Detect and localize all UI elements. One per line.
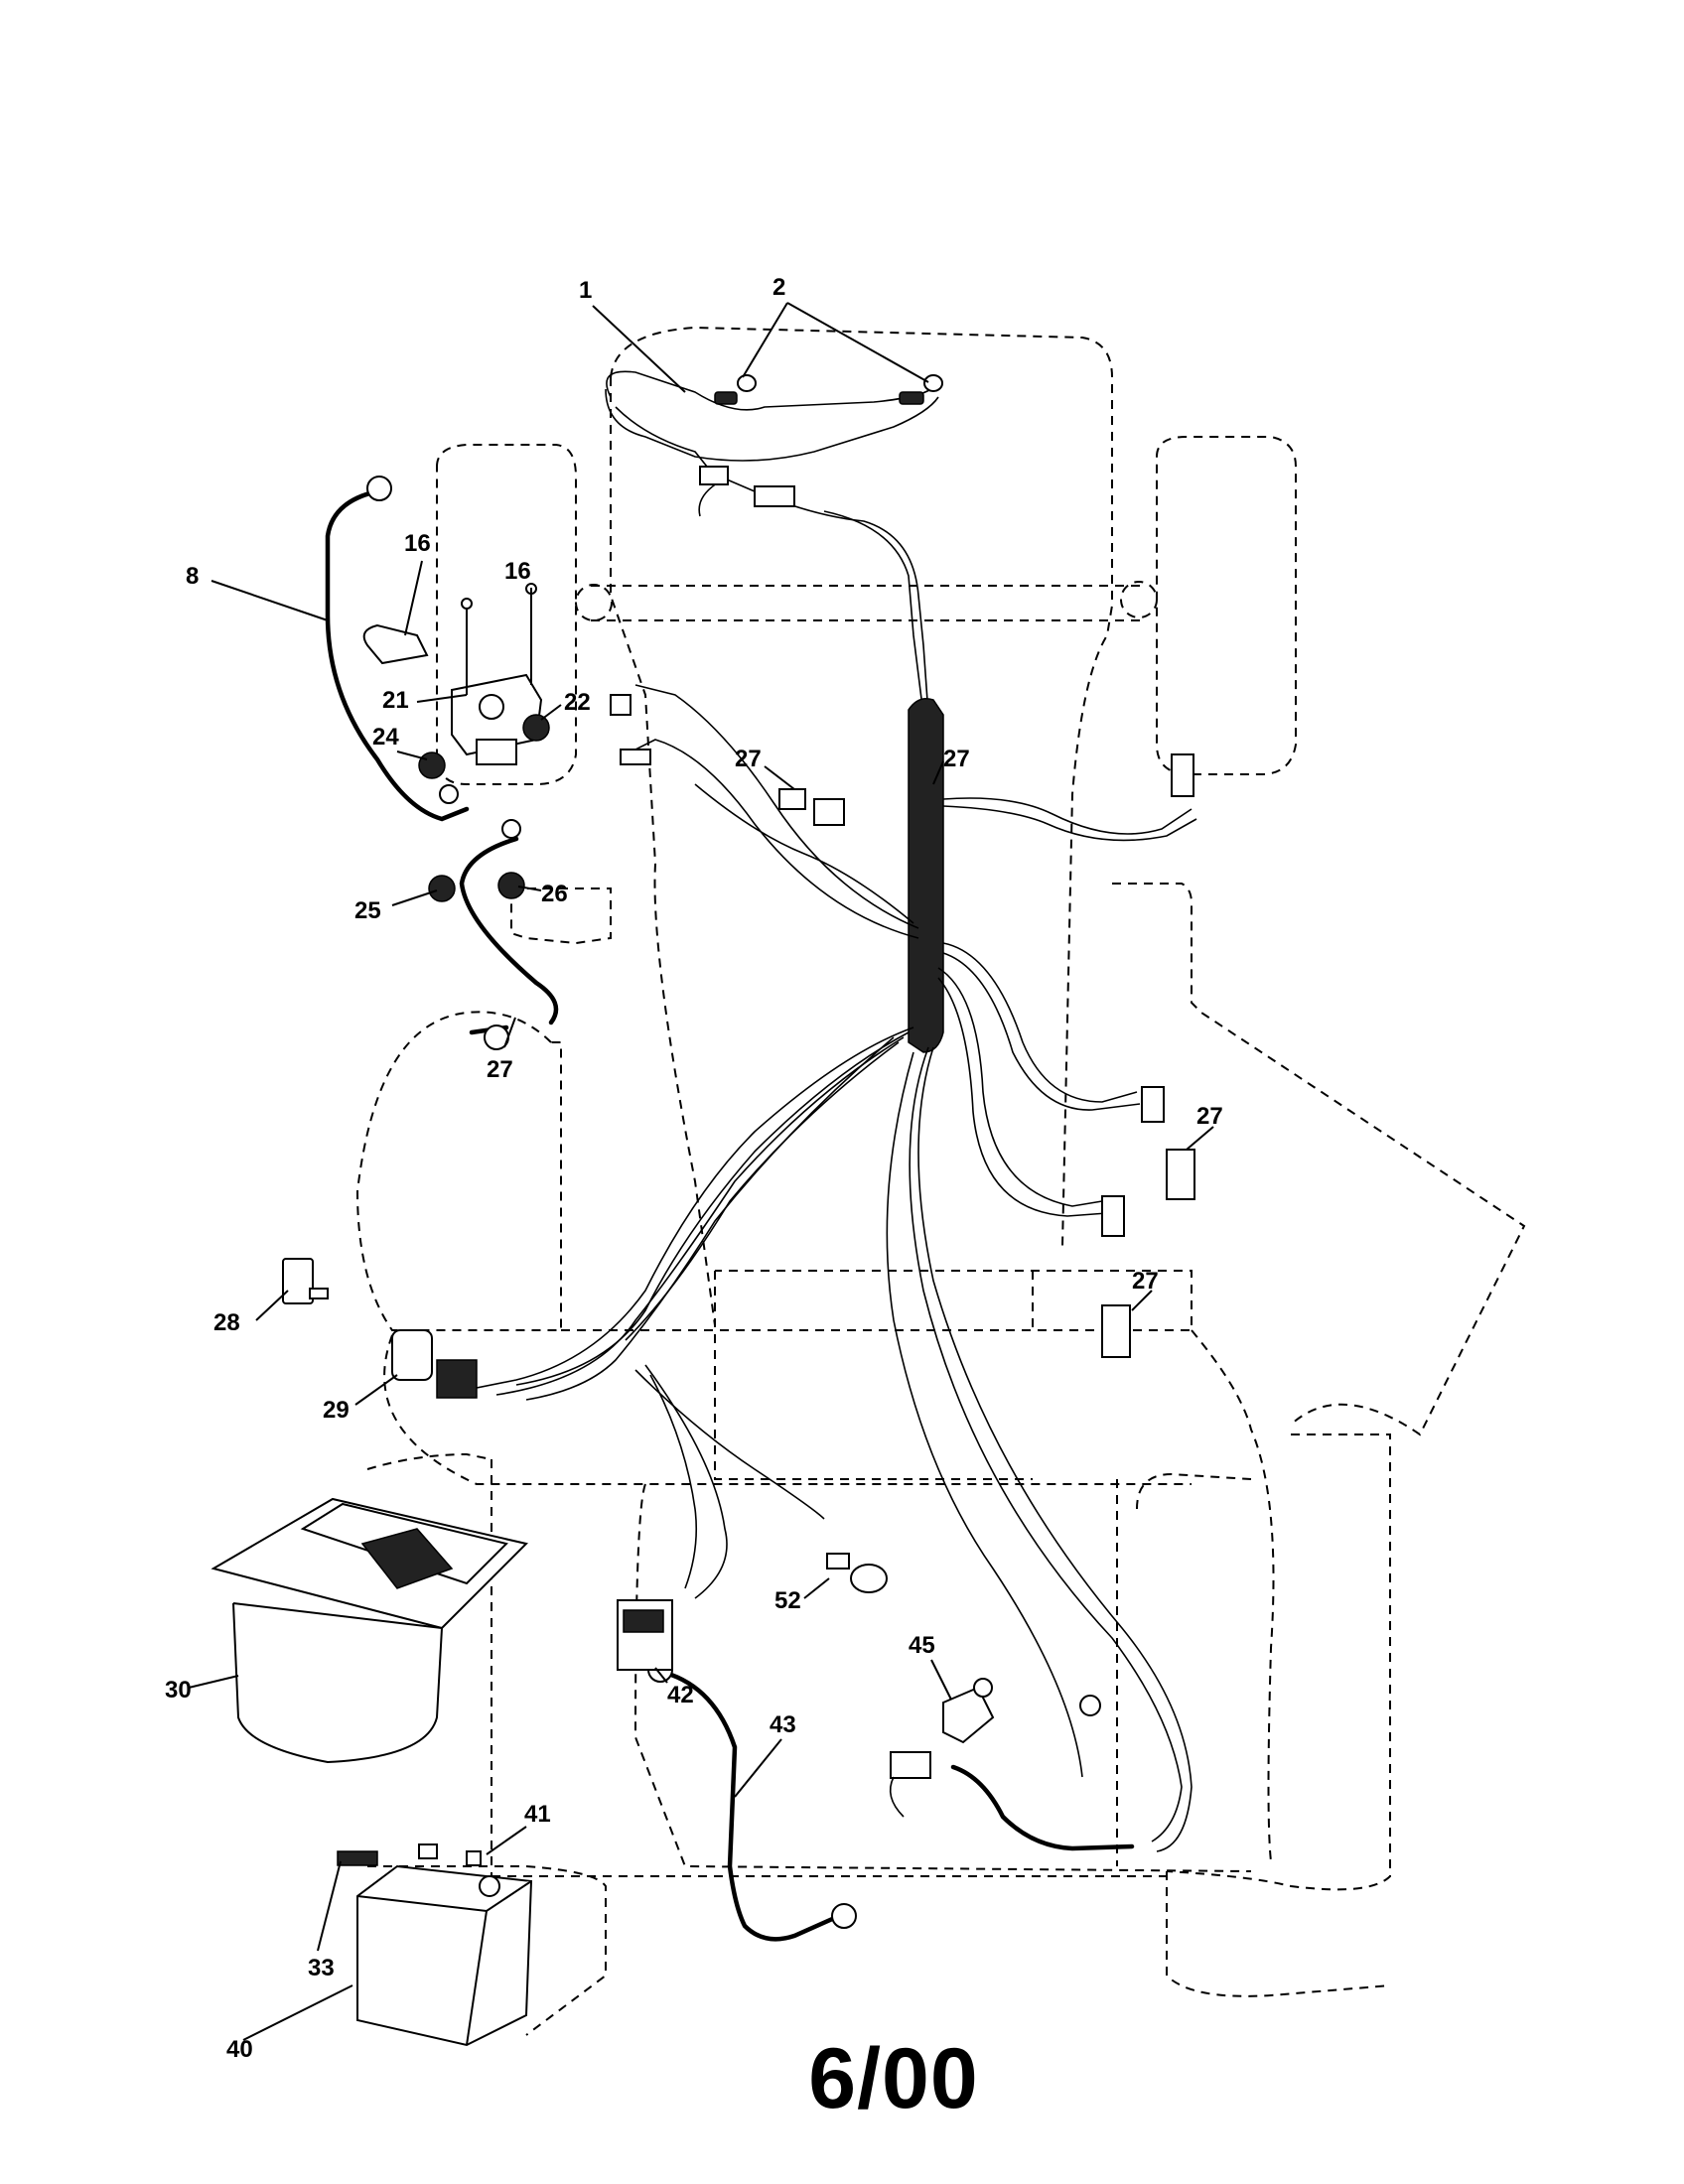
control-module <box>617 1599 673 1671</box>
battery <box>337 1843 533 2047</box>
callout-25: 27 <box>487 1056 513 1083</box>
battery-box <box>210 1497 528 1764</box>
callout-41: 16 <box>504 558 531 585</box>
callout-42: 16 <box>404 530 431 557</box>
starter-solenoid <box>362 583 543 765</box>
heavy-cables <box>325 488 842 1942</box>
callout-22: 2 <box>772 274 785 301</box>
callout-43: 21 <box>382 687 409 714</box>
callout-16-a: 27 <box>1196 1103 1223 1130</box>
ring-terminals <box>366 476 1101 1929</box>
ignition-switch <box>391 1329 478 1399</box>
spiral-wrap <box>908 698 944 1053</box>
callout-27-c: 25 <box>354 897 381 924</box>
callout-28: 43 <box>770 1711 796 1738</box>
callout-labels: 1 2 8 16 16 21 22 24 25 26 27 27 27 27 2… <box>165 274 1223 2063</box>
callout-26: 27 <box>735 746 762 772</box>
headlight-sockets <box>699 374 943 507</box>
callout-52: 52 <box>774 1587 801 1614</box>
seat-switch <box>889 1678 1135 1851</box>
callout-27-b: 24 <box>372 724 399 751</box>
tractor-outline <box>355 326 1526 2036</box>
ignition-key <box>282 1258 329 1304</box>
callout-30: 29 <box>323 1397 350 1424</box>
callout-29: 45 <box>909 1632 935 1659</box>
callout-16-b: 27 <box>1132 1268 1159 1295</box>
callout-27-a: 22 <box>564 689 591 716</box>
fuse-holder <box>826 1553 888 1593</box>
callout-1: 40 <box>226 2036 253 2063</box>
connectors <box>610 694 1195 1358</box>
date-code: 6/00 <box>808 2031 979 2126</box>
callout-leaders <box>188 302 1214 2041</box>
callout-2: 33 <box>308 1955 335 1981</box>
callout-40: 27 <box>943 746 970 772</box>
callout-27-e: 41 <box>524 1801 551 1828</box>
main-harness <box>466 370 1197 1852</box>
callout-8: 30 <box>165 1677 192 1704</box>
callout-27-d: 26 <box>541 881 568 907</box>
callout-45: 42 <box>667 1682 694 1708</box>
callout-21: 1 <box>579 277 592 304</box>
callout-33: 28 <box>213 1309 240 1336</box>
callout-24: 8 <box>186 563 199 590</box>
